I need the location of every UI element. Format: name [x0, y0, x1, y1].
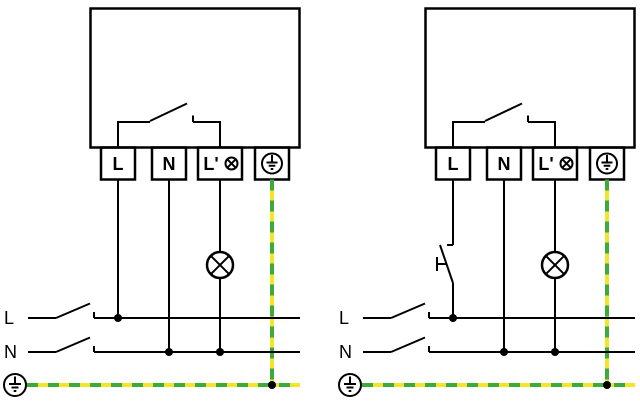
- contact-lead-left: [117, 121, 150, 148]
- neutral-switch-icon: [55, 336, 95, 353]
- earth-icon: [338, 373, 362, 397]
- diagram-with-pushbutton: L N L': [338, 7, 636, 397]
- terminal-label-switched-live: L': [203, 154, 218, 174]
- lamp-terminal-cross: [226, 158, 237, 169]
- terminal-label-switched-live: L': [538, 154, 553, 174]
- internal-switch-contact-icon: [452, 102, 556, 148]
- neutral-switch-icon: [390, 336, 430, 353]
- diagram-basic-wiring: L N L' L: [3, 7, 301, 397]
- pe-terminal-circle: [596, 152, 618, 175]
- line-label-live: L: [339, 308, 349, 328]
- line-label-neutral: N: [339, 342, 352, 362]
- junction-dot: [165, 348, 173, 356]
- line-label-live: L: [4, 308, 14, 328]
- earth-circle: [338, 373, 362, 397]
- lamp-terminal-cross: [561, 158, 572, 169]
- contact-blade: [484, 102, 523, 122]
- lamp-icon: [205, 250, 235, 280]
- lamp-terminal-icon: [559, 156, 574, 171]
- earth-icon: [3, 373, 27, 397]
- pe-terminal-glyph: [266, 155, 278, 170]
- line-label-neutral: N: [4, 342, 17, 362]
- terminal-label-live: L: [113, 154, 124, 174]
- contact-lead-left: [452, 121, 485, 148]
- terminal-label-live: L: [448, 154, 459, 174]
- pe-terminal-icon: [261, 152, 283, 175]
- junction-dot: [603, 381, 611, 389]
- lamp-cross: [545, 255, 565, 275]
- switch-blade: [55, 336, 91, 353]
- device-body: [89, 7, 301, 149]
- junction-dot: [216, 348, 224, 356]
- switch-blade: [390, 336, 426, 353]
- junction-dot: [551, 348, 559, 356]
- pushbutton-icon: [436, 244, 454, 284]
- internal-switch-contact-icon: [117, 102, 221, 148]
- contact-blade: [149, 102, 188, 122]
- switch-blade: [390, 302, 426, 319]
- junction-dot: [114, 314, 122, 322]
- device-body: [424, 7, 636, 149]
- terminal-label-neutral: N: [163, 154, 176, 174]
- pe-terminal-circle: [261, 152, 283, 175]
- earth-glyph: [9, 376, 21, 392]
- earth-glyph: [344, 376, 356, 392]
- lamp-icon: [540, 250, 570, 280]
- pe-terminal-icon: [596, 152, 618, 175]
- lamp-cross: [210, 255, 230, 275]
- pe-terminal-glyph: [601, 155, 613, 170]
- line-switch-icon: [390, 302, 430, 319]
- junction-dot: [449, 314, 457, 322]
- contact-lead-right: [193, 121, 221, 148]
- junction-dot: [268, 381, 276, 389]
- junction-dot: [500, 348, 508, 356]
- lamp-terminal-circle: [224, 156, 239, 171]
- contact-lead-right: [528, 121, 556, 148]
- switch-blade: [55, 302, 91, 319]
- lamp-terminal-icon: [224, 156, 239, 171]
- lamp-terminal-circle: [559, 156, 574, 171]
- line-switch-icon: [55, 302, 95, 319]
- earth-circle: [3, 373, 27, 397]
- terminal-label-neutral: N: [498, 154, 511, 174]
